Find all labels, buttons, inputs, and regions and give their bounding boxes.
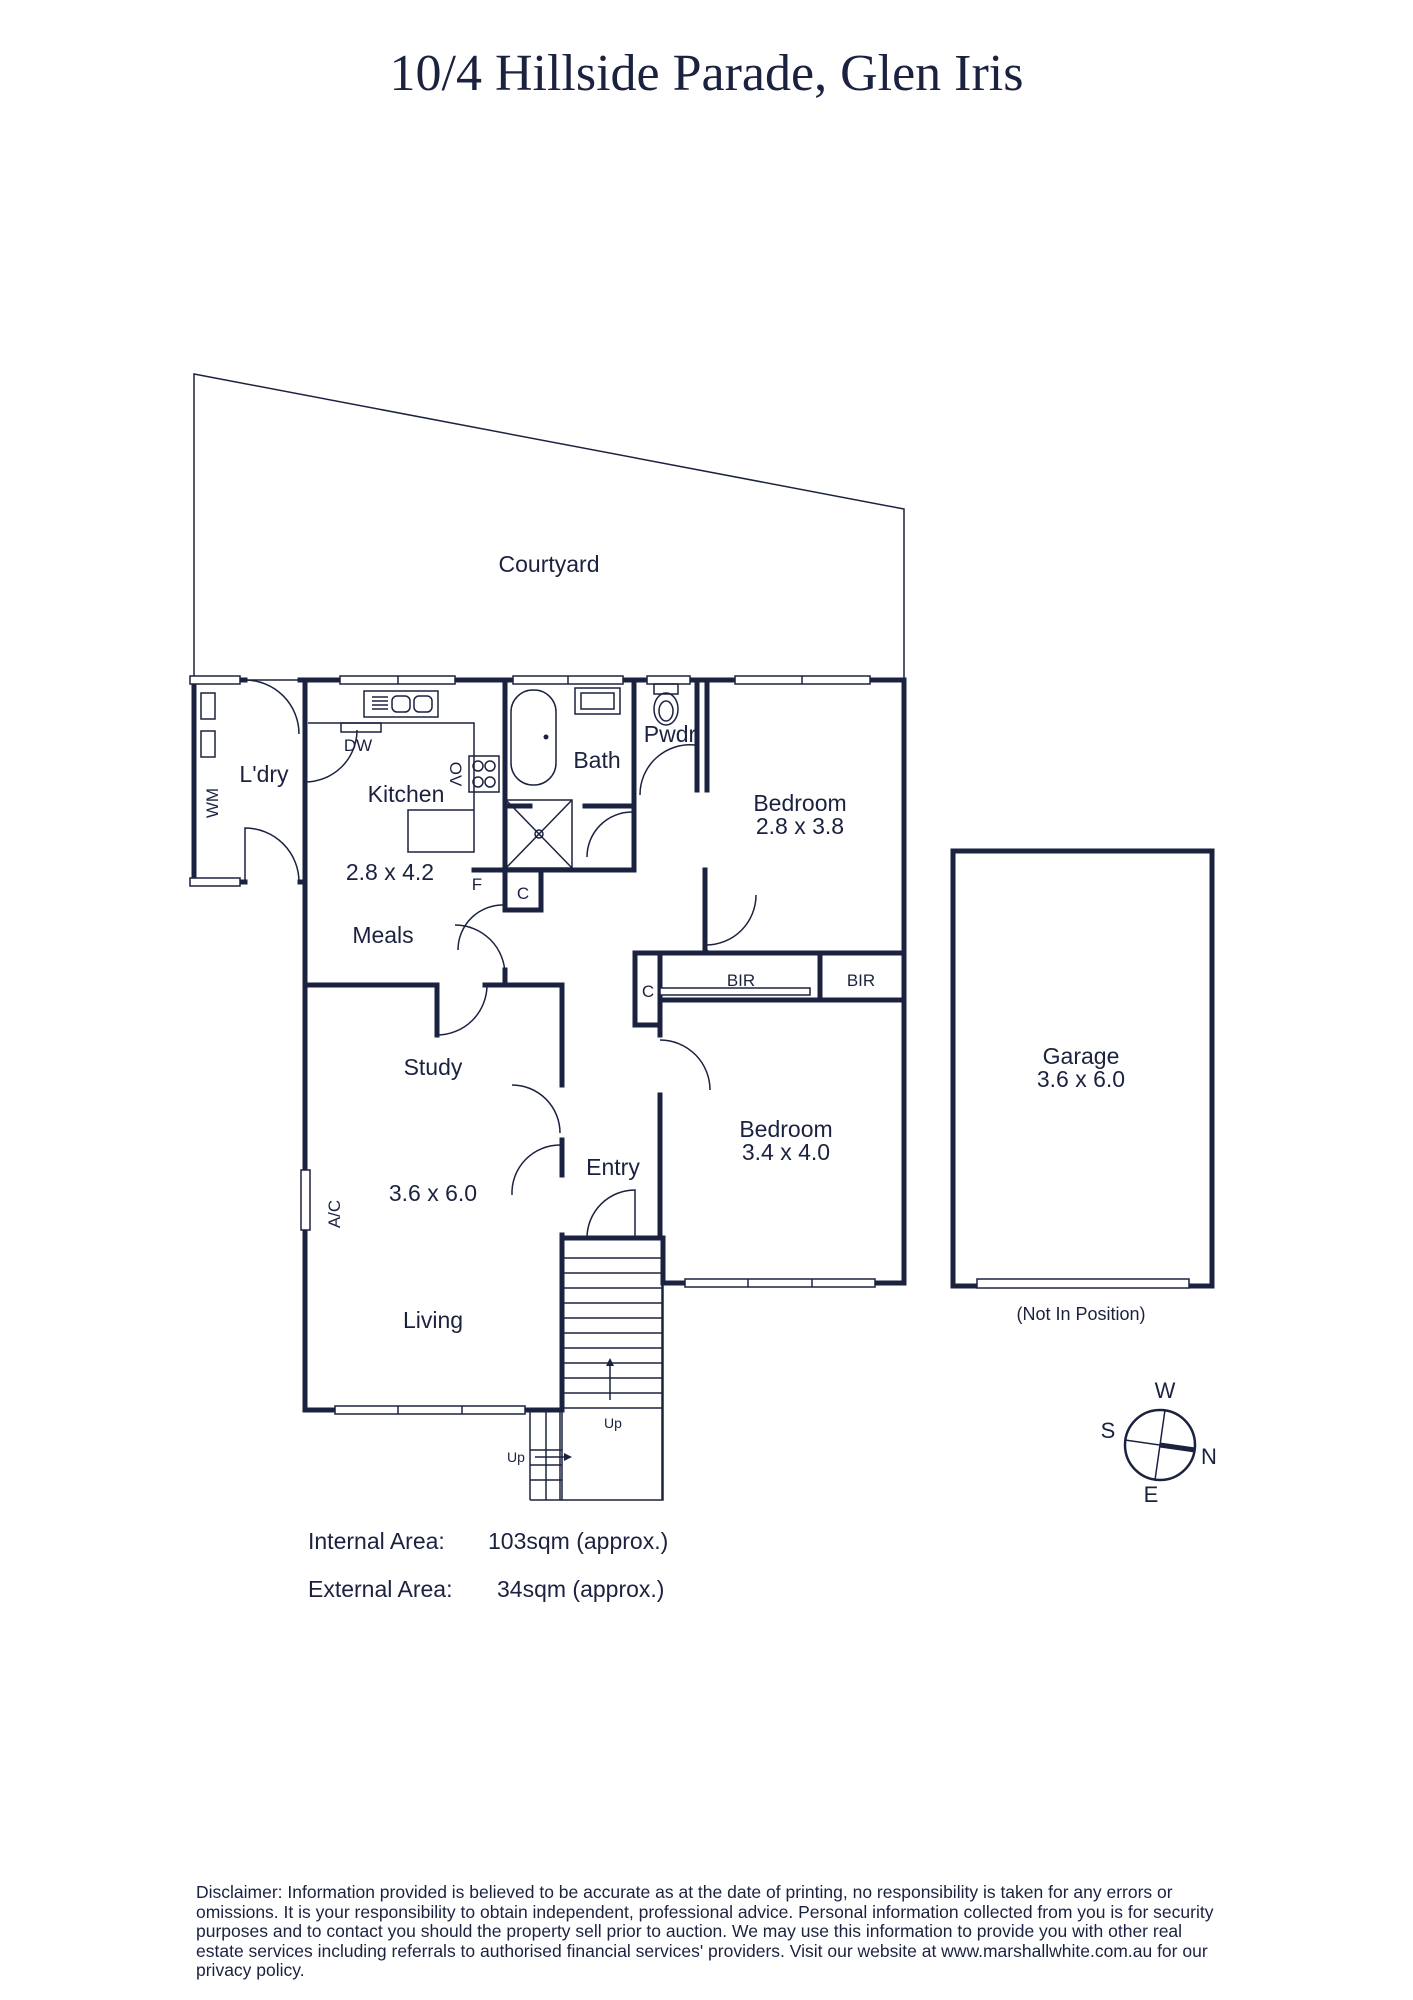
study-label: Study	[404, 1054, 463, 1080]
bath-fixtures	[505, 683, 696, 869]
ov-label: OV	[446, 762, 465, 787]
cupboard-bath-label: C	[517, 884, 529, 903]
garage-size-label: 3.6 x 6.0	[1037, 1066, 1125, 1092]
disclaimer-text: Disclaimer: Information provided is beli…	[196, 1882, 1214, 1980]
internal-area-label: Internal Area:	[308, 1528, 445, 1554]
kitchen-fixtures	[340, 690, 500, 793]
bedroom2-label: Bedroom	[739, 1116, 832, 1142]
entry-label: Entry	[586, 1154, 640, 1180]
bedroom1-label: Bedroom	[753, 790, 846, 816]
stairs-side-up-label: Up	[507, 1449, 525, 1465]
compass-n: N	[1201, 1444, 1217, 1469]
laundry-label: L'dry	[239, 761, 289, 787]
bir2-label: BIR	[847, 971, 875, 990]
interior-doors	[436, 894, 757, 1239]
ac-label: A/C	[325, 1200, 344, 1228]
plan-title: 10/4 Hillside Parade, Glen Iris	[389, 45, 1024, 102]
courtyard-label: Courtyard	[499, 551, 600, 577]
garage-label: Garage	[1043, 1043, 1120, 1069]
compass-s: S	[1101, 1418, 1116, 1443]
meals-label: Meals	[352, 922, 413, 948]
compass-labels: W S N E	[1101, 1378, 1217, 1507]
kitchen-label: Kitchen	[368, 781, 445, 807]
compass-icon	[1123, 1408, 1197, 1482]
courtyard-outline	[193, 373, 905, 681]
windows	[189, 675, 876, 1415]
cupboard-hall-label: C	[642, 982, 654, 1001]
external-area-value: 34sqm (approx.)	[497, 1576, 665, 1602]
living-size-label: 3.6 x 6.0	[389, 1180, 477, 1206]
pwdr-label: Pwdr	[644, 721, 697, 747]
bedroom1-size-label: 2.8 x 3.8	[756, 813, 844, 839]
compass-w: W	[1155, 1378, 1176, 1403]
bir1-label: BIR	[727, 971, 755, 990]
fridge-label: F	[472, 875, 482, 894]
room-labels: Courtyard L'dry WM DW OV Kitchen 2.8 x 4…	[203, 551, 1146, 1465]
bath-label: Bath	[573, 747, 620, 773]
wm-label: WM	[203, 788, 222, 818]
living-label: Living	[403, 1307, 463, 1333]
compass-e: E	[1144, 1482, 1159, 1507]
bedroom2-size-label: 3.4 x 4.0	[742, 1139, 830, 1165]
stairs	[529, 1238, 664, 1501]
dw-label: DW	[344, 736, 372, 755]
kitchen-size-label: 2.8 x 4.2	[346, 859, 434, 885]
external-area-label: External Area:	[308, 1576, 453, 1602]
garage-walls	[950, 848, 1215, 1289]
internal-area-value: 103sqm (approx.)	[488, 1528, 669, 1554]
stairs-up-label: Up	[604, 1415, 622, 1431]
garage-note-label: (Not In Position)	[1016, 1304, 1145, 1324]
